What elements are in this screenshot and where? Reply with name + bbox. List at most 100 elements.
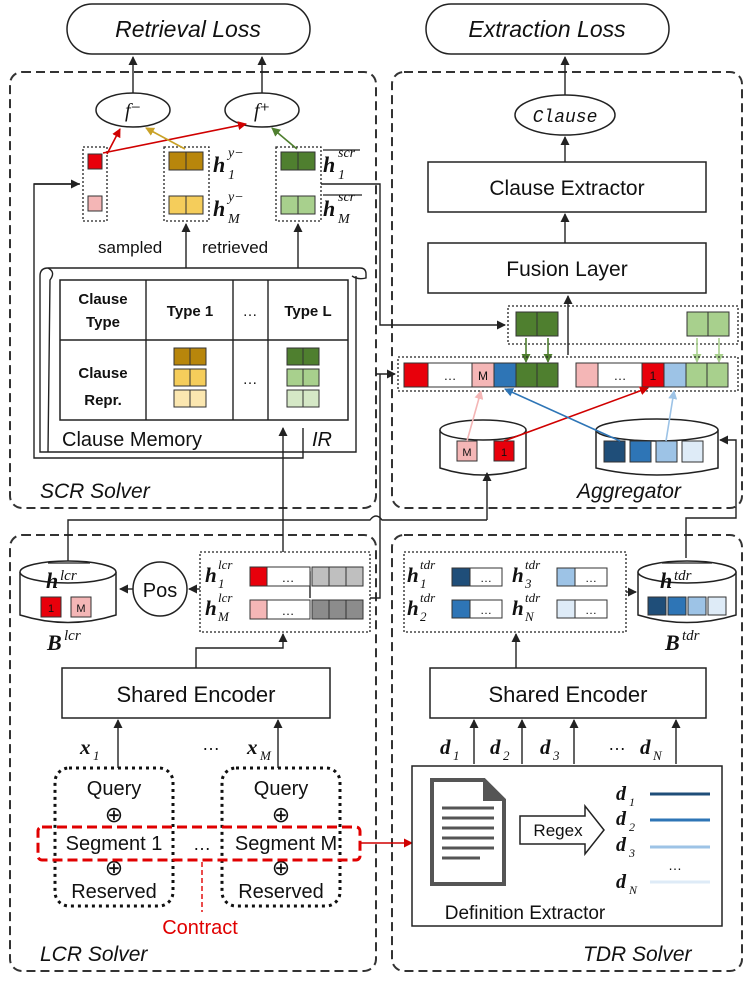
- scr-solver-label: SCR Solver: [40, 480, 151, 503]
- svg-text:scr: scr: [338, 146, 356, 161]
- svg-text:…: …: [480, 571, 492, 585]
- svg-text:M: M: [462, 447, 471, 459]
- svg-text:3: 3: [524, 576, 532, 591]
- svg-text:2: 2: [503, 748, 510, 763]
- reserved-M-label: Reserved: [238, 881, 324, 903]
- svg-text:d: d: [640, 735, 651, 759]
- svg-text:M: M: [227, 212, 241, 227]
- svg-text:…: …: [282, 570, 295, 585]
- svg-text:h: h: [323, 196, 335, 221]
- input-group-1: [53, 766, 175, 908]
- f-plus-label: f⁺: [254, 100, 270, 122]
- ir-label: IR: [312, 429, 332, 451]
- lcr-shared-encoder-label: Shared Encoder: [117, 682, 276, 707]
- x1-label: x 1: [79, 735, 100, 763]
- tdr-solver-panel: [391, 534, 743, 972]
- def-d1-row: d 1: [616, 783, 710, 809]
- scr-solver-panel: [9, 71, 377, 509]
- svg-text:M: M: [337, 212, 351, 227]
- svg-text:2: 2: [629, 820, 635, 834]
- tdr-store: h tdr: [637, 560, 737, 624]
- clause-output-label: Clause: [533, 108, 598, 128]
- clause-extractor-label: Clause Extractor: [489, 177, 644, 200]
- svg-text:1: 1: [93, 748, 100, 763]
- svg-text:…: …: [444, 368, 457, 383]
- svg-text:h: h: [213, 196, 225, 221]
- svg-text:…: …: [614, 368, 627, 383]
- svg-text:scr: scr: [338, 190, 356, 205]
- svg-text:lcr: lcr: [64, 628, 81, 644]
- svg-text:y−: y−: [226, 190, 244, 205]
- regex-arrow: Regex: [519, 803, 605, 857]
- h-tdr-N-label: h tdr N: [512, 590, 541, 624]
- svg-text:B: B: [46, 630, 62, 655]
- extraction-loss-label: Extraction Loss: [468, 16, 626, 42]
- svg-text:1: 1: [453, 748, 460, 763]
- xM-label: x M: [246, 735, 272, 763]
- svg-text:M: M: [76, 603, 85, 615]
- retrieved-clause-group: [507, 305, 739, 345]
- document-icon: [430, 778, 506, 886]
- svg-text:lcr: lcr: [218, 590, 233, 605]
- definition-extractor-label: Definition Extractor: [445, 903, 606, 924]
- svg-text:d: d: [490, 735, 501, 759]
- tdr-solver-label: TDR Solver: [583, 943, 693, 966]
- svg-text:3: 3: [552, 748, 560, 763]
- lcr-solver-label: LCR Solver: [40, 943, 148, 966]
- b-lcr-label: B lcr: [46, 628, 81, 655]
- lcr-repr-group: [199, 551, 371, 633]
- svg-text:…: …: [480, 603, 492, 617]
- svg-text:1: 1: [629, 795, 635, 809]
- type-L-header: Type L: [284, 303, 331, 320]
- f-minus-label: f⁻: [125, 100, 141, 122]
- query-repr-1: [87, 153, 103, 170]
- svg-text:tdr: tdr: [525, 590, 541, 605]
- clause-extractor-box: [427, 161, 707, 213]
- svg-text:N: N: [524, 609, 535, 624]
- lcr-shared-encoder: [61, 667, 331, 719]
- lcr-store: h lcr 1 M: [19, 560, 117, 624]
- svg-text:1: 1: [48, 603, 54, 615]
- b-tdr-label: B tdr: [664, 628, 700, 655]
- svg-text:d: d: [540, 735, 551, 759]
- svg-text:lcr: lcr: [60, 568, 77, 584]
- extraction-loss-node: Extraction Loss: [425, 3, 670, 55]
- query-1-label: Query: [87, 778, 141, 800]
- svg-text:d: d: [616, 834, 627, 856]
- type-ellipsis-header: …: [243, 303, 258, 320]
- retrieved-label: retrieved: [202, 238, 268, 257]
- svg-text:lcr: lcr: [218, 557, 233, 572]
- tdr-store-aggregator: [595, 418, 719, 476]
- input-group-M: [220, 766, 342, 908]
- repr-ellipsis: …: [243, 371, 258, 388]
- svg-text:⊕: ⊕: [272, 802, 290, 827]
- def-dN-row: d N: [616, 871, 710, 897]
- svg-text:1: 1: [650, 369, 657, 383]
- retrieval-loss-label: Retrieval Loss: [115, 16, 261, 42]
- svg-text:d: d: [616, 808, 627, 830]
- clause-memory-label: Clause Memory: [62, 429, 202, 451]
- svg-text:…: …: [282, 603, 295, 618]
- d3-label: d 3: [540, 735, 560, 763]
- svg-text:⊕: ⊕: [105, 802, 123, 827]
- pos-label: Pos: [143, 580, 177, 602]
- svg-text:N: N: [652, 748, 663, 763]
- fused-sequence-group: [397, 356, 739, 392]
- retrieval-loss-node: Retrieval Loss: [66, 3, 311, 55]
- h-tdr-2-label: h tdr 2: [407, 590, 436, 624]
- regex-label: Regex: [533, 821, 583, 840]
- tdr-shared-encoder-label: Shared Encoder: [489, 682, 648, 707]
- svg-text:h: h: [213, 152, 225, 177]
- d1-label: d 1: [440, 735, 460, 763]
- h-tdr-1-label: h tdr 1: [407, 557, 436, 591]
- reserved-1-label: Reserved: [71, 881, 157, 903]
- h-scr-1-label: h scr 1: [323, 146, 360, 183]
- svg-text:h: h: [660, 568, 672, 593]
- svg-text:1: 1: [218, 576, 225, 591]
- h-y-M-label: h y− M: [213, 190, 244, 227]
- sampled-group: [163, 146, 210, 222]
- svg-text:…: …: [193, 834, 211, 854]
- aggregator-panel: [391, 71, 743, 509]
